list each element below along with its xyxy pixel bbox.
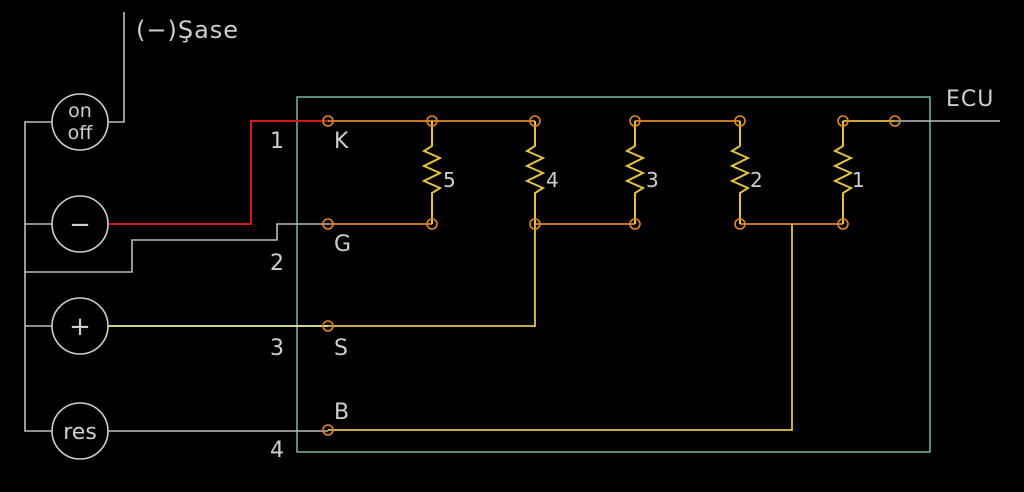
res-button[interactable]: res	[51, 402, 109, 460]
pin-b-letter: B	[334, 400, 349, 425]
node-ecu	[889, 115, 901, 127]
pin-1-number: 1	[270, 129, 284, 154]
node	[529, 218, 541, 230]
resistor-4: 4	[524, 121, 559, 224]
minus-glyph: −	[69, 210, 91, 240]
resistor-3: 3	[624, 121, 659, 224]
plus-button[interactable]: +	[51, 297, 109, 355]
resistor-5: 5	[421, 121, 456, 224]
nodes	[322, 115, 901, 436]
node	[734, 115, 746, 127]
pin-3-number: 3	[270, 336, 284, 361]
resistor-2-label: 2	[750, 168, 763, 192]
pin-4-number: 4	[270, 438, 284, 463]
node-b	[322, 424, 334, 436]
on-off-label-on: on	[68, 100, 92, 122]
node	[837, 115, 849, 127]
common-bus-wire	[24, 121, 52, 432]
node	[837, 218, 849, 230]
pin-g-letter: G	[334, 232, 351, 257]
wire-pin-2	[25, 223, 328, 273]
resistor-1: 1	[832, 121, 865, 224]
node	[529, 115, 541, 127]
pin-k-letter: K	[334, 129, 349, 154]
node-k	[322, 115, 334, 127]
plus-glyph: +	[69, 312, 91, 342]
pin-s-letter: S	[334, 336, 348, 361]
b-link	[328, 224, 793, 431]
node	[629, 218, 641, 230]
pin-2-number: 2	[270, 251, 284, 276]
ecu-label: ECU	[946, 87, 994, 112]
ground-label: (−)Şase	[136, 16, 239, 44]
res-glyph: res	[63, 420, 97, 445]
node-g	[322, 218, 334, 230]
resistor-4-label: 4	[546, 168, 559, 192]
node	[426, 218, 438, 230]
resistor-3-label: 3	[646, 168, 659, 192]
wire-pin-1	[108, 120, 328, 225]
on-off-label-off: off	[68, 122, 94, 144]
s-link	[328, 224, 536, 327]
node	[734, 218, 746, 230]
resistor-2: 2	[729, 121, 763, 224]
resistor-1-label: 1	[852, 168, 865, 192]
node-s	[322, 320, 334, 332]
on-off-button[interactable]: on off	[51, 93, 109, 151]
minus-button[interactable]: −	[51, 195, 109, 253]
node	[629, 115, 641, 127]
resistor-5-label: 5	[443, 168, 456, 192]
node	[426, 115, 438, 127]
ground-wire	[108, 12, 125, 123]
module-frame	[296, 96, 931, 453]
